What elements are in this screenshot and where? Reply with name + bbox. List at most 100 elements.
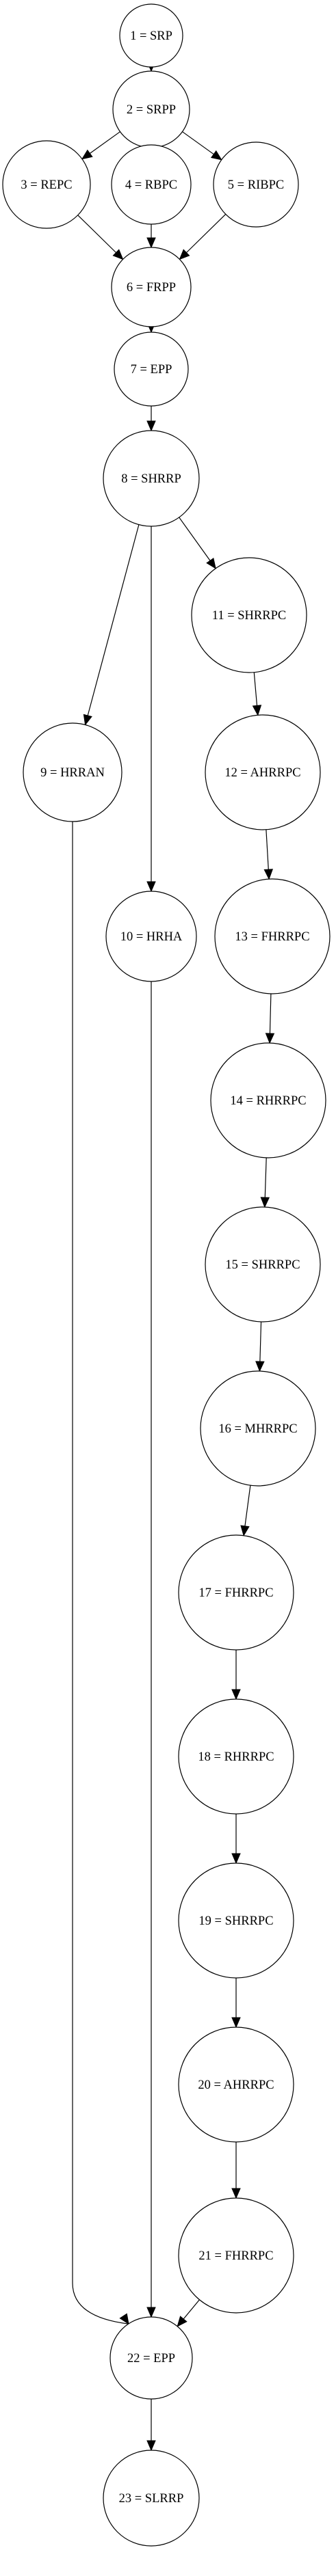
- edge-line: [244, 1485, 251, 1528]
- node-label: 1 = SRP: [130, 29, 172, 43]
- node-label: 16 = MHRRPC: [218, 1422, 297, 1436]
- node-label: 15 = SHRRPC: [225, 1258, 300, 1272]
- edge-line: [87, 524, 140, 718]
- node-3: 3 = REPC: [2, 140, 91, 229]
- edge-15-to-16: [255, 1321, 265, 1372]
- node-circle: [178, 1534, 294, 1651]
- edge-2-to-3: [81, 131, 120, 160]
- arrowhead: [231, 1689, 241, 1700]
- arrowhead: [265, 1033, 275, 1044]
- edge-line: [77, 215, 118, 254]
- node-circle: [214, 878, 331, 994]
- node-label: 6 = FRPP: [127, 281, 176, 295]
- edge-line: [182, 131, 216, 156]
- arrowhead: [255, 1361, 265, 1372]
- edge-16-to-17: [240, 1485, 251, 1536]
- arrowhead: [231, 1853, 241, 1865]
- edge-9-to-22: [72, 822, 129, 2325]
- node-20: 20 = AHRRPC: [178, 2026, 294, 2143]
- edge-line: [259, 1321, 262, 1364]
- node-23: 23 = SLRRP: [103, 2450, 200, 2547]
- node-layer: 1 = SRP 2 = SRPP 3 = REPC 4 = RBPC 5 = RIBPC…: [2, 3, 331, 2547]
- arrowhead: [206, 557, 216, 569]
- edge-line: [179, 517, 211, 562]
- edge-10-to-22: [146, 981, 156, 2318]
- edge-line: [72, 822, 129, 2324]
- node-label: 9 = HRRAN: [40, 766, 105, 780]
- edge-4-to-6: [146, 224, 156, 249]
- arrowhead: [231, 2188, 241, 2199]
- arrowhead: [146, 2440, 156, 2452]
- node-label: 3 = REPC: [21, 178, 72, 192]
- arrowhead: [252, 705, 262, 716]
- edge-3-to-6: [77, 215, 124, 260]
- node-circle: [178, 1862, 294, 1979]
- node-circle: [23, 722, 122, 822]
- arrowhead: [146, 237, 156, 249]
- node-22: 22 = EPP: [109, 2316, 193, 2400]
- edge-line: [269, 993, 272, 1035]
- node-18: 18 = RHRRPC: [178, 1698, 294, 1815]
- node-label: 19 = SHRRPC: [198, 1914, 273, 1928]
- node-circle: [210, 1042, 326, 1158]
- node-circle: [205, 1206, 321, 1323]
- node-label: 23 = SLRRP: [119, 2492, 184, 2506]
- arrowhead: [231, 2017, 241, 2029]
- edge-8-to-11: [179, 517, 216, 569]
- arrowhead: [81, 149, 93, 160]
- node-8: 8 = SHRRP: [103, 430, 200, 527]
- node-6: 6 = FRPP: [111, 247, 192, 327]
- arrowhead: [177, 2316, 188, 2327]
- node-label: 22 = EPP: [127, 2352, 175, 2365]
- edge-7-to-8: [146, 406, 156, 432]
- node-label: 18 = RHRRPC: [198, 1750, 274, 1764]
- node-circle: [119, 3, 183, 68]
- node-1: 1 = SRP: [119, 3, 183, 68]
- node-10: 10 = HRHA: [105, 891, 197, 982]
- node-12: 12 = AHRRPC: [205, 714, 321, 830]
- node-circle: [111, 247, 192, 327]
- node-circle: [105, 891, 197, 982]
- edge-21-to-22: [177, 2299, 200, 2327]
- edge-11-to-12: [252, 672, 262, 716]
- node-label: 12 = AHRRPC: [224, 766, 300, 780]
- node-4: 4 = RBPC: [111, 144, 192, 225]
- node-13: 13 = FHRRPC: [214, 878, 331, 994]
- edge-2-to-5: [182, 131, 222, 161]
- node-5: 5 = RIBPC: [213, 141, 299, 228]
- node-circle: [103, 2450, 200, 2547]
- node-circle: [213, 141, 299, 228]
- arrowhead: [146, 2307, 156, 2318]
- arrowhead: [146, 881, 156, 893]
- node-circle: [178, 2197, 294, 2314]
- node-label: 20 = AHRRPC: [198, 2078, 274, 2092]
- node-15: 15 = SHRRPC: [205, 1206, 321, 1323]
- arrowhead: [240, 1525, 250, 1536]
- node-label: 14 = RHRRPC: [230, 1094, 306, 1108]
- edge-12-to-13: [263, 829, 274, 880]
- node-label: 8 = SHRRP: [121, 472, 181, 486]
- edge-20-to-21: [231, 2142, 241, 2199]
- node-circle: [2, 140, 91, 229]
- node-label: 2 = SRPP: [127, 103, 176, 117]
- node-21: 21 = FHRRPC: [178, 2197, 294, 2314]
- edge-line: [253, 672, 258, 707]
- node-circle: [178, 2026, 294, 2143]
- edge-line: [264, 1157, 267, 1199]
- arrowhead: [83, 714, 92, 726]
- edge-17-to-18: [231, 1650, 241, 1700]
- edge-13-to-14: [265, 993, 275, 1044]
- arrowhead: [210, 150, 222, 161]
- node-17: 17 = FHRRPC: [178, 1534, 294, 1651]
- edge-18-to-19: [231, 1814, 241, 1865]
- node-7: 7 = EPP: [114, 331, 189, 407]
- node-label: 11 = SHRRPC: [212, 609, 286, 623]
- arrowhead: [260, 1197, 270, 1208]
- node-label: 5 = RIBPC: [228, 178, 284, 192]
- node-label: 21 = FHRRPC: [198, 2249, 273, 2263]
- arrowhead: [146, 420, 156, 432]
- node-label: 4 = RBPC: [125, 178, 177, 192]
- edge-8-to-10: [146, 526, 156, 893]
- edge-line: [88, 131, 120, 155]
